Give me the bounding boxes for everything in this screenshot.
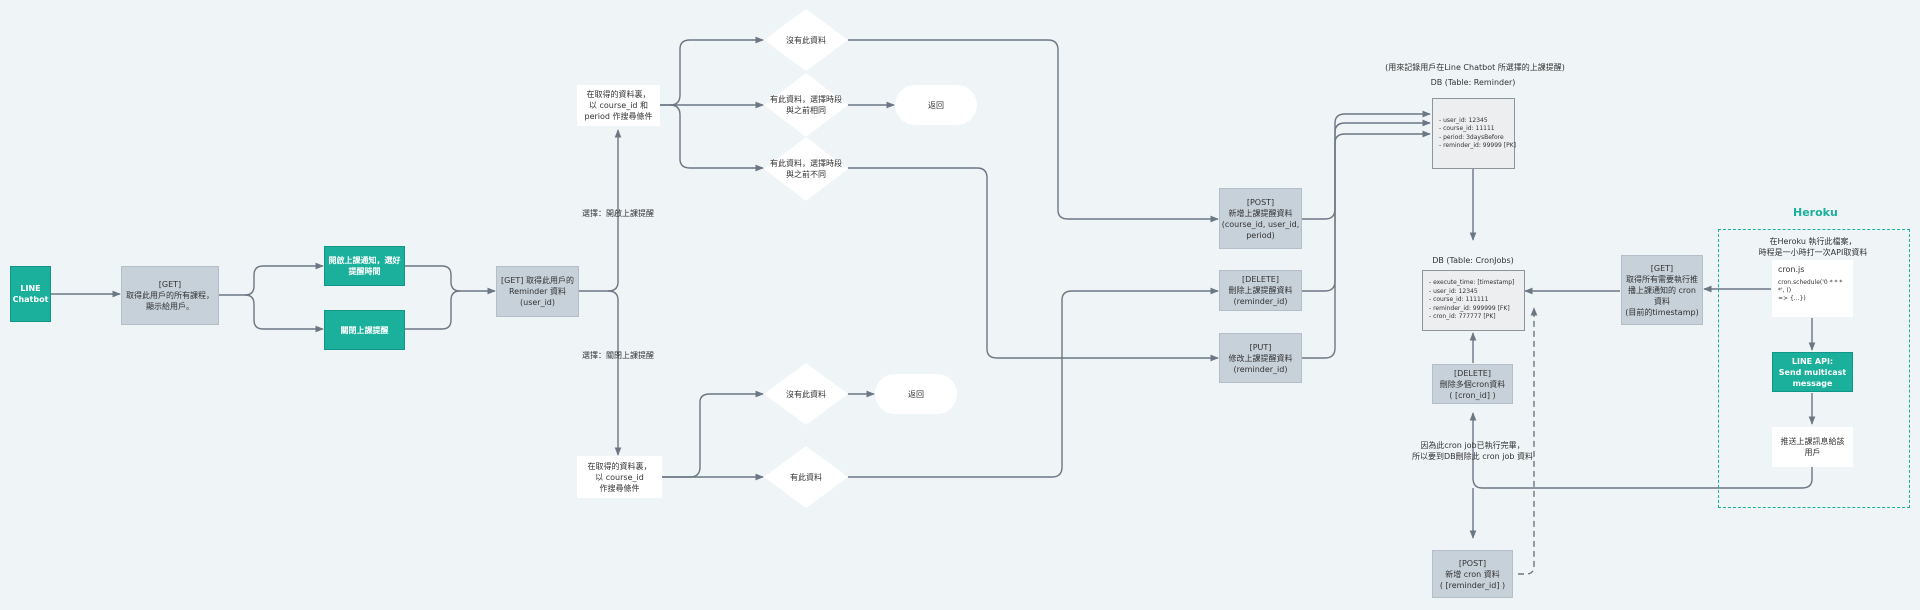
filter-disable-node: 在取得的資料裏， 以 course_id 作搜尋條件	[577, 456, 662, 498]
cron-db-field: - user_id: 12345	[1429, 287, 1478, 295]
line-chatbot-node: LINE Chatbot	[10, 266, 51, 322]
edge-filter-to-no-data-top	[660, 36, 764, 106]
cronjs-code: cron.schedule('0 * * * *', () => {...})	[1778, 279, 1843, 302]
heroku-title: Heroku	[1793, 206, 1838, 219]
decision-has-data-text: 有此資料	[790, 472, 822, 482]
reminder-note-label: (用來記錄用戶在Line Chatbot 所選擇的上課提醒)	[1385, 63, 1565, 72]
edge-no-data-to-post	[848, 39, 1219, 223]
cron-db-title: DB (Table: CronJobs)	[1432, 256, 1514, 265]
cron-db-table: - execute_time: [timestamp] - user_id: 1…	[1422, 270, 1525, 331]
edge-disable-to-get-reminder	[405, 290, 461, 330]
push-notice-node: 推送上課訊息給該 用戶	[1772, 427, 1853, 467]
decision-data-same-text: 有此資料，選擇時段 與之前相同	[770, 95, 842, 115]
edge-enable-to-get-reminder	[405, 265, 496, 295]
choose-disable-label: 選擇：關閉上課提醒	[582, 351, 654, 360]
disable-reminder-node: 關閉上課提醒	[324, 310, 405, 350]
get-cron-node: [GET] 取得所有需要執行推 播上課通知的 cron 資料 (目前的times…	[1621, 255, 1703, 325]
heroku-frame	[1718, 229, 1910, 508]
cron-db-field: - reminder_id: 999999 [FK]	[1429, 304, 1510, 312]
reminder-db-field: - reminder_id: 99999 [PK]	[1439, 142, 1517, 149]
put-reminder-node: [PUT] 修改上課提醒資料 (reminder_id)	[1219, 333, 1302, 383]
line-api-node: LINE API: Send multicast message	[1772, 352, 1853, 392]
get-courses-node: [GET] 取得此用戶的所有課程， 顯示給用戶。	[121, 266, 219, 325]
decision-data-same: 有此資料，選擇時段 與之前相同	[764, 73, 848, 137]
post-reminder-node: [POST] 新增上課提醒資料 (course_id, user_id, per…	[1219, 188, 1302, 249]
cron-db-field: - execute_time: [timestamp]	[1429, 279, 1515, 287]
reminder-db-title: DB (Table: Reminder)	[1430, 78, 1516, 87]
post-cron-node: [POST] 新增 cron 資料 ( [reminder_id] )	[1432, 550, 1513, 598]
delete-cron-node: [DELETE] 刪除多個cron資料 ( [cron_id] )	[1432, 364, 1513, 404]
edge-put-to-db-reminder	[1302, 130, 1431, 359]
edge-courses-to-disable	[244, 294, 324, 333]
edge-filter-to-data-diff	[669, 104, 764, 172]
decision-no-data-top-text: 沒有此資料	[786, 35, 826, 45]
decision-data-diff-text: 有此資料，選擇時段 與之前不同	[770, 159, 842, 179]
cron-db-field: - course_id: 111111	[1429, 296, 1489, 304]
edge-delete-to-db-reminder	[1302, 119, 1431, 292]
edge-has-data-to-delete	[848, 287, 1219, 478]
cron-db-field: - cron_id: 777777 [PK]	[1429, 313, 1496, 321]
decision-data-diff: 有此資料，選擇時段 與之前不同	[764, 137, 848, 201]
reminder-db-field: - user_id: 12345	[1439, 116, 1488, 124]
edge-courses-to-enable	[219, 262, 324, 296]
cronjs-filename: cron.js	[1778, 265, 1805, 274]
choose-enable-label: 選擇：開啟上課提醒	[582, 209, 654, 218]
filter-enable-node: 在取得的資料裏， 以 course_id 和 period 作搜尋條件	[577, 85, 660, 126]
cronjs-node: cron.js cron.schedule('0 * * * *', () =>…	[1772, 260, 1853, 317]
decision-no-data-top: 沒有此資料	[764, 9, 848, 71]
reminder-db-table: - user_id: 12345 - course_id: 11111 - pe…	[1432, 98, 1517, 169]
delete-reminder-node: [DELETE] 刪除上課提醒資料 (reminder_id)	[1219, 270, 1302, 311]
decision-no-data-bottom-text: 沒有此資料	[786, 389, 826, 399]
enable-reminder-node: 開啟上課通知，選好 提醒時間	[324, 246, 405, 286]
decision-no-data-bottom: 沒有此資料	[764, 363, 848, 425]
return-bottom-node: 返回	[875, 374, 957, 414]
edge-post-cron-to-db-cron	[1518, 307, 1538, 575]
reminder-db-field: - period: 3daysBefore	[1439, 133, 1504, 141]
get-reminder-node: [GET] 取得此用戶的 Reminder 資料 (user_id)	[496, 266, 579, 317]
reminder-db-field: - course_id: 11111	[1439, 125, 1495, 132]
edge-post-to-db-reminder	[1302, 110, 1431, 220]
edge-data-diff-to-put	[848, 167, 1219, 362]
return-top-node: 返回	[895, 85, 977, 125]
edge-filter-disable-to-no-data	[662, 390, 764, 478]
heroku-desc-label: 在Heroku 執行此檔案， 時程是一小時打一次API取資料	[1758, 237, 1868, 257]
cron-delete-reason-label: 因為此cron job已執行完畢， 所以要到DB刪除此 cron job 資料	[1412, 441, 1533, 461]
edge-get-reminder-to-filter-disable	[607, 290, 622, 456]
decision-has-data: 有此資料	[764, 446, 848, 508]
edge-push-to-delete-cron	[1469, 412, 1813, 489]
